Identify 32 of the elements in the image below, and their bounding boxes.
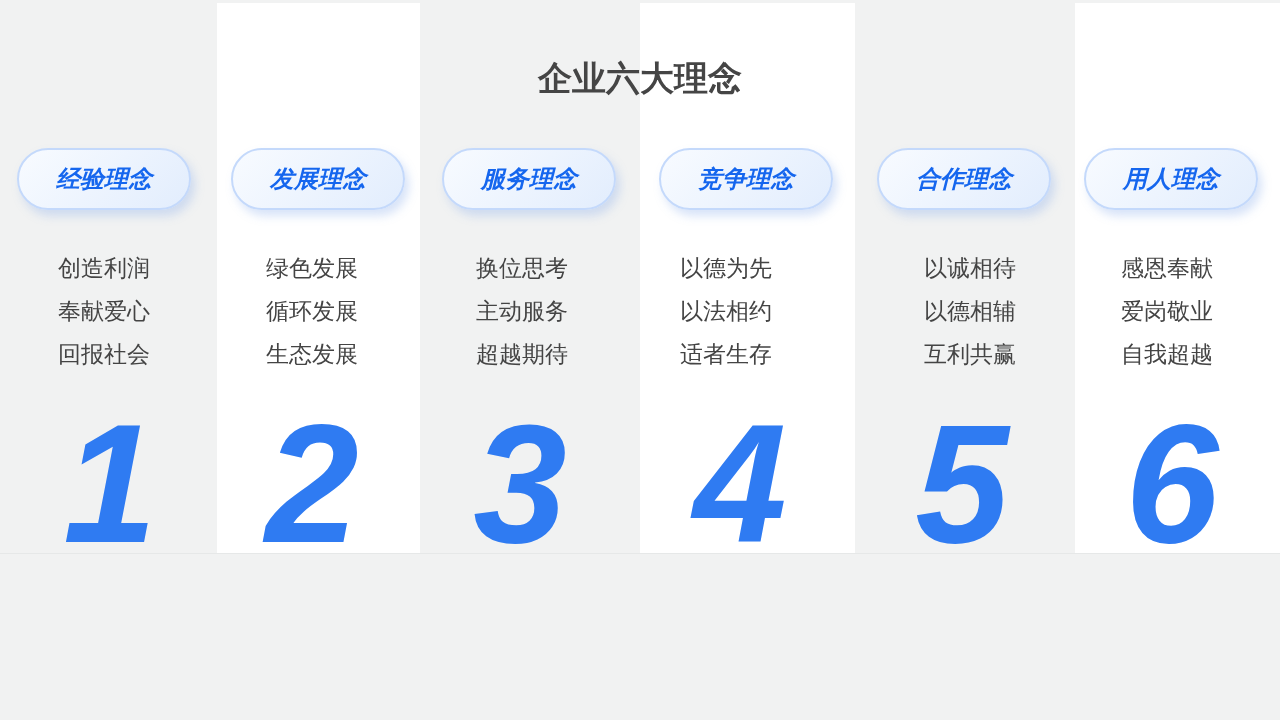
number-text: 6 bbox=[1125, 404, 1219, 564]
phrase-text: 主动服务 bbox=[476, 297, 568, 325]
column-band bbox=[217, 3, 420, 553]
phrase-text: 感恩奉献 bbox=[1121, 254, 1213, 282]
heading-pill: 合作理念 bbox=[877, 148, 1051, 210]
phrase-text: 互利共赢 bbox=[924, 340, 1016, 368]
number-text: 5 bbox=[915, 404, 1009, 564]
phrase-text: 创造利润 bbox=[58, 254, 150, 282]
phrase-text: 以法相约 bbox=[680, 297, 772, 325]
heading-pill: 经验理念 bbox=[17, 148, 191, 210]
heading-pill: 用人理念 bbox=[1084, 148, 1258, 210]
phrase-text: 绿色发展 bbox=[266, 254, 358, 282]
phrase-text: 以德相辅 bbox=[924, 297, 1016, 325]
number-text: 3 bbox=[473, 404, 567, 564]
phrase-text: 以德为先 bbox=[680, 254, 772, 282]
number-text: 1 bbox=[63, 404, 157, 564]
column-band bbox=[640, 3, 855, 553]
phrase-text: 奉献爱心 bbox=[58, 297, 150, 325]
phrase-text: 爱岗敬业 bbox=[1121, 297, 1213, 325]
phrase-text: 生态发展 bbox=[266, 340, 358, 368]
phrase-text: 循环发展 bbox=[266, 297, 358, 325]
column-band bbox=[1075, 3, 1280, 553]
heading-pill: 竞争理念 bbox=[659, 148, 833, 210]
phrase-text: 回报社会 bbox=[58, 340, 150, 368]
phrase-text: 超越期待 bbox=[476, 340, 568, 368]
phrase-text: 适者生存 bbox=[680, 340, 772, 368]
phrase-text: 换位思考 bbox=[476, 254, 568, 282]
heading-pill: 服务理念 bbox=[442, 148, 616, 210]
phrase-text: 以诚相待 bbox=[924, 254, 1016, 282]
phrase-text: 自我超越 bbox=[1121, 340, 1213, 368]
title: 企业六大理念 bbox=[536, 57, 743, 100]
heading-pill: 发展理念 bbox=[231, 148, 405, 210]
